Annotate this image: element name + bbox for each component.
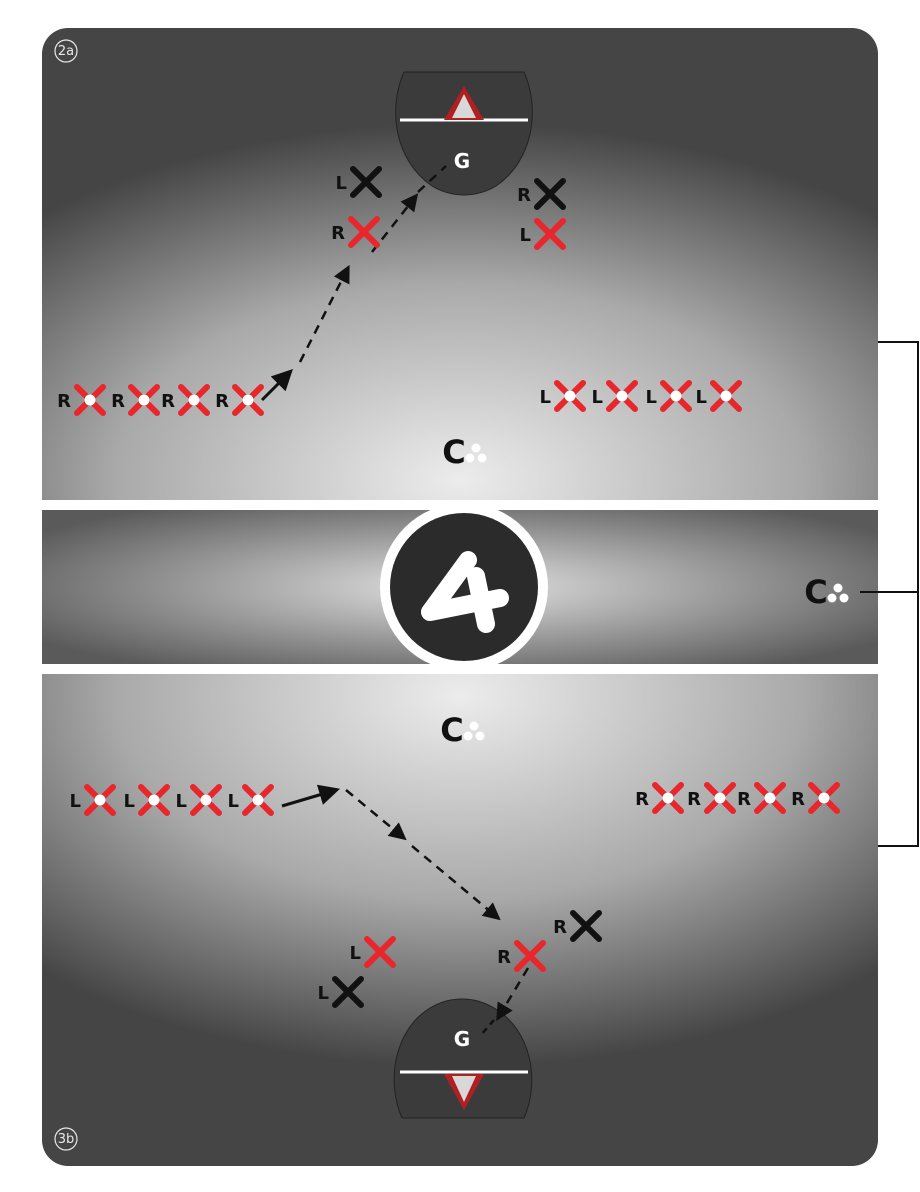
line-bottom-left-3-label: L: [176, 791, 187, 812]
ball-icon: [662, 792, 674, 804]
line-bottom-left-1: L: [70, 784, 116, 816]
corner-label-top: 2a: [54, 39, 78, 63]
line-bottom-right-4-label: R: [791, 789, 805, 810]
line-bottom-right-2-label: R: [687, 789, 701, 810]
defender-bottom-left-2-label: L: [318, 983, 329, 1004]
pass-arrow-bottom: [281, 784, 341, 808]
line-top-left-1: R: [57, 384, 106, 416]
ball-bucket-icon: [827, 583, 849, 603]
line-top-left-3-label: R: [161, 391, 175, 412]
line-bottom-right-4: R: [791, 782, 840, 814]
coach-top: C: [442, 433, 487, 471]
line-top-left-2-label: R: [111, 391, 125, 412]
ball-icon: [720, 390, 732, 402]
ball-icon: [252, 794, 264, 806]
line-top-right-1-label: L: [540, 387, 551, 408]
line-top-left-4-label: R: [215, 391, 229, 412]
pass-arrow-top: [260, 369, 293, 402]
line-bottom-right-2: R: [687, 782, 736, 814]
line-top-right-2-label: L: [592, 387, 603, 408]
coach-sideline-label: C: [804, 573, 827, 611]
attacker-top-left-2: R: [331, 216, 380, 248]
ball-icon: [818, 792, 830, 804]
attacker-bottom-left-1-label: L: [350, 943, 361, 964]
ball-icon: [84, 394, 96, 406]
line-bottom-left-1-label: L: [70, 791, 81, 812]
attacker-bottom-right-2: R: [497, 940, 546, 972]
attacker-bottom-right-2-label: R: [497, 947, 511, 968]
ball-icon: [670, 390, 682, 402]
ball-icon: [242, 394, 254, 406]
line-bottom-right-3: R: [737, 782, 786, 814]
coach-top-label: C: [442, 433, 465, 471]
ball-icon: [616, 390, 628, 402]
attacker-top-left-2-label: R: [331, 223, 345, 244]
svg-text:3b: 3b: [58, 1132, 75, 1147]
line-top-right-4-label: L: [696, 387, 707, 408]
cut-path-top-1: [298, 264, 350, 363]
cut-path-bottom-1: [345, 789, 407, 841]
ball-icon: [188, 394, 200, 406]
defender-bottom-right-1-label: R: [553, 917, 567, 938]
line-top-right-3: L: [646, 380, 692, 412]
defender-bottom-left-2: L: [318, 976, 364, 1008]
cut-path-top-2: [371, 193, 419, 253]
ball-icon: [94, 794, 106, 806]
goalie-label-bottom: G: [454, 1027, 470, 1051]
ball-icon: [764, 792, 776, 804]
shot-path-bottom: [496, 967, 530, 1022]
corner-label-bottom: 3b: [54, 1127, 78, 1151]
ball-icon: [564, 390, 576, 402]
line-top-right-1: L: [540, 380, 586, 412]
attacker-top-right-2: L: [520, 218, 566, 250]
coach-sideline: C: [804, 573, 849, 611]
defender-top-right-1-label: R: [517, 185, 531, 206]
line-bottom-left-3: L: [176, 784, 222, 816]
goal-crease-bottom: G: [393, 998, 533, 1119]
goal-crease-top: G: [395, 71, 533, 196]
ball-icon: [714, 792, 726, 804]
center-logo: [380, 503, 548, 671]
line-top-left-4: R: [215, 384, 264, 416]
line-bottom-left-4: L: [228, 784, 274, 816]
line-bottom-right-1-label: R: [635, 789, 649, 810]
ball-bucket-icon: [463, 721, 485, 741]
attacker-top-left-1-label: L: [336, 173, 347, 194]
line-top-right-3-label: L: [646, 387, 657, 408]
line-bottom-right-1: R: [635, 782, 684, 814]
line-top-left-1-label: R: [57, 391, 71, 412]
drill-paths: [260, 165, 530, 1037]
defender-top-right-1: R: [517, 178, 566, 210]
attacker-top-left-1: L: [336, 166, 382, 198]
ball-icon: [200, 794, 212, 806]
line-bottom-left-4-label: L: [228, 791, 239, 812]
cut-path-bottom-2: [411, 845, 501, 921]
defender-bottom-right-1: R: [553, 910, 602, 942]
shot-path-top: [417, 165, 447, 193]
svg-text:2a: 2a: [58, 44, 74, 59]
line-bottom-right-3-label: R: [737, 789, 751, 810]
line-top-right-2: L: [592, 380, 638, 412]
attacker-bottom-left-1: L: [350, 936, 396, 968]
line-bottom-left-2-label: L: [124, 791, 135, 812]
line-top-left-3: R: [161, 384, 210, 416]
ball-icon: [148, 794, 160, 806]
line-top-left-2: R: [111, 384, 160, 416]
goalie-label-top: G: [454, 149, 470, 173]
line-top-right-4: L: [696, 380, 742, 412]
ball-bucket-icon: [465, 443, 487, 463]
sideline-bracket: [860, 341, 919, 847]
coach-bottom-label: C: [440, 711, 463, 749]
coach-bottom: C: [440, 711, 485, 749]
line-bottom-left-2: L: [124, 784, 170, 816]
ball-icon: [138, 394, 150, 406]
attacker-top-right-2-label: L: [520, 225, 531, 246]
